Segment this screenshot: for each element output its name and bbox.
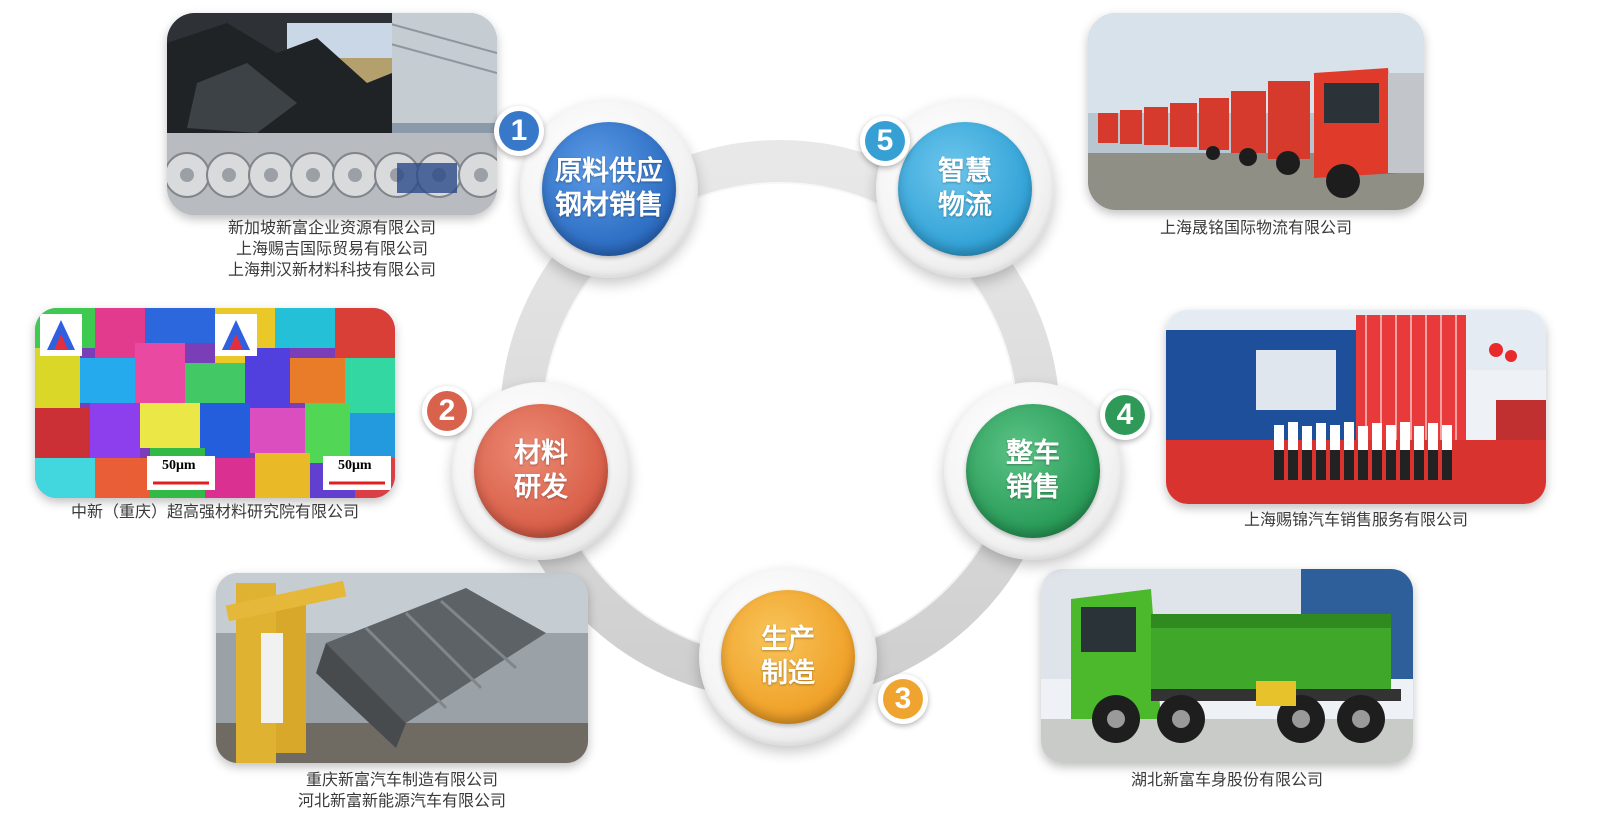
stage-label-line2: 物流 [938,190,992,221]
stage-node-vehicle-sales[interactable]: 整车 销售 [944,382,1122,560]
stage-node-core: 智慧 物流 [898,122,1032,256]
stage-label-line2: 制造 [761,658,815,689]
stage-label-line2: 销售 [1006,472,1060,503]
scale-bar-label: 50μm [162,458,196,473]
stage-label-line1: 生产 [761,624,815,655]
stage-node-core: 原料供应 钢材销售 [542,122,676,256]
caption-line: 上海荆汉新材料科技有限公司 [227,260,436,279]
vehicle-sales-photo [1166,310,1546,504]
manufacturing-caption: 重庆新富汽车制造有限公司 河北新富新能源汽车有限公司 [252,769,552,811]
stage-node-core: 材料 研发 [474,404,608,538]
body-photo [1041,569,1413,763]
stage-label-line2: 钢材销售 [555,190,663,221]
step-badge-4: 4 [1100,390,1150,440]
stage-label-line1: 智慧 [938,156,992,187]
stage-node-core: 整车 销售 [966,404,1100,538]
logistics-photo [1088,13,1424,210]
step-number: 2 [427,391,467,431]
caption-line: 中新（重庆）超高强材料研究院有限公司 [70,502,359,521]
stage-node-manufacturing[interactable]: 生产 制造 [699,568,877,746]
stage-label-line1: 材料 [514,438,568,469]
step-number: 5 [865,121,905,161]
caption-line: 上海晟铭国际物流有限公司 [1159,218,1352,237]
vehicle-sales-caption: 上海赐锦汽车销售服务有限公司 [1206,509,1506,530]
raw-material-photo [167,13,497,215]
caption-line: 河北新富新能源汽车有限公司 [297,791,506,810]
caption-line: 上海赐锦汽车销售服务有限公司 [1243,510,1468,529]
stage-node-research[interactable]: 材料 研发 [452,382,630,560]
research-photo: 50μm 50μm [35,308,395,498]
step-number: 3 [883,679,923,719]
stage-label-line2: 研发 [514,472,568,503]
step-badge-5: 5 [860,116,910,166]
body-caption: 湖北新富车身股份有限公司 [1077,769,1377,790]
research-caption: 中新（重庆）超高强材料研究院有限公司 [40,501,390,522]
step-badge-3: 3 [878,674,928,724]
stage-node-raw-material[interactable]: 原料供应 钢材销售 [520,100,698,278]
caption-line: 湖北新富车身股份有限公司 [1130,770,1323,789]
step-number: 4 [1105,395,1145,435]
stage-label-line1: 整车 [1006,438,1060,469]
stage-label-line1: 原料供应 [555,156,663,187]
step-number: 1 [499,111,539,151]
stage-node-core: 生产 制造 [721,590,855,724]
scale-bar-label: 50μm [338,458,372,473]
caption-line: 上海赐吉国际贸易有限公司 [235,239,428,258]
step-badge-1: 1 [494,106,544,156]
caption-line: 重庆新富汽车制造有限公司 [305,770,498,789]
manufacturing-photo [216,573,588,763]
logistics-caption: 上海晟铭国际物流有限公司 [1106,217,1406,238]
step-badge-2: 2 [422,386,472,436]
caption-line: 新加坡新富企业资源有限公司 [227,218,436,237]
raw-material-caption: 新加坡新富企业资源有限公司 上海赐吉国际贸易有限公司 上海荆汉新材料科技有限公司 [182,217,482,280]
